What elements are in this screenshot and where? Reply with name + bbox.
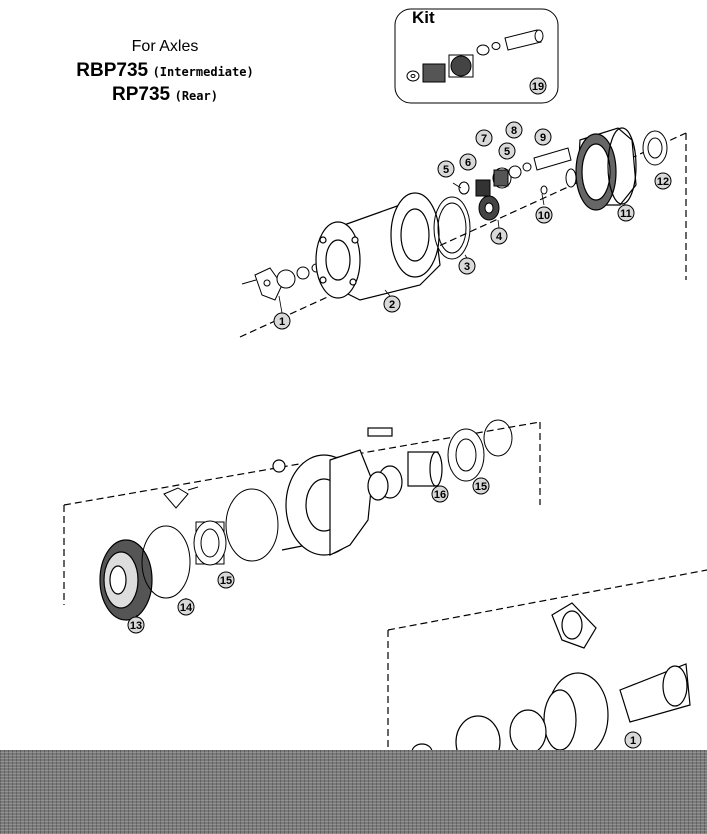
part-15-bearing-right bbox=[447, 419, 513, 482]
gray-noise-band bbox=[0, 750, 707, 834]
part-14-snap-ring bbox=[141, 525, 191, 599]
part-3-gasket bbox=[433, 196, 471, 260]
axle-line-2: RP735 (Rear) bbox=[60, 84, 270, 106]
lock-clip bbox=[163, 486, 199, 509]
callout-19: 19 bbox=[532, 81, 544, 93]
callout-9: 9 bbox=[540, 132, 546, 144]
model-rbp735: RBP735 bbox=[76, 60, 149, 81]
part-12-seal bbox=[642, 130, 668, 166]
callout-7-bubble bbox=[475, 129, 493, 147]
callout-14: 14 bbox=[180, 602, 193, 614]
callout-1: 1 bbox=[279, 316, 285, 328]
callout-15b: 15 bbox=[475, 481, 487, 493]
note-rear: (Rear) bbox=[174, 89, 218, 103]
callout-numbers: 1 2 3 4 5 5 6 7 8 9 10 11 12 19 13 14 15… bbox=[130, 81, 669, 747]
callout-10: 10 bbox=[538, 210, 550, 222]
part-15-bearing-left bbox=[193, 520, 227, 566]
kit-title: Kit bbox=[412, 8, 435, 27]
callout-16-bubble bbox=[431, 485, 449, 503]
callout-19-bubble bbox=[529, 77, 547, 95]
callout-3: 3 bbox=[464, 261, 470, 273]
part-2-hub-housing bbox=[315, 192, 441, 301]
callout-7: 7 bbox=[481, 133, 487, 145]
callout-6-bubble bbox=[459, 153, 477, 171]
callout-13: 13 bbox=[130, 620, 142, 632]
lower-ring-seal bbox=[225, 488, 279, 562]
callout-11-bubble bbox=[617, 204, 635, 222]
callout-1b: 1 bbox=[630, 735, 636, 747]
kit-box bbox=[394, 8, 559, 104]
model-rp735: RP735 bbox=[112, 84, 171, 105]
callout-10-bubble bbox=[535, 206, 553, 224]
callout-14-bubble bbox=[177, 598, 195, 616]
callout-16: 16 bbox=[434, 489, 446, 501]
callout-5b-bubble bbox=[498, 142, 516, 160]
part-11-ring-gear bbox=[575, 127, 637, 211]
callout-4: 4 bbox=[496, 231, 503, 243]
callout-12-bubble bbox=[654, 172, 672, 190]
lower-right-frame bbox=[387, 569, 707, 750]
callout-4-bubble bbox=[490, 227, 508, 245]
callout-6: 6 bbox=[465, 157, 471, 169]
axle-line-1: RBP735 (Intermediate) bbox=[60, 60, 270, 82]
for-axles-label: For Axles bbox=[131, 38, 199, 55]
callout-15a-bubble bbox=[217, 571, 235, 589]
upper-small-parts bbox=[458, 147, 577, 221]
callout-5a: 5 bbox=[443, 164, 449, 176]
callout-1-bubble bbox=[273, 312, 291, 330]
callout-15b-bubble bbox=[472, 477, 490, 495]
kit-parts bbox=[406, 29, 544, 83]
hub-with-studs bbox=[272, 427, 443, 556]
callout-5a-bubble bbox=[437, 160, 455, 178]
lower-right-parts bbox=[411, 602, 691, 769]
callout-1b-bubble bbox=[624, 731, 642, 749]
callout-15a: 15 bbox=[220, 575, 232, 587]
part-1-retainer bbox=[241, 263, 321, 301]
part-13-gear bbox=[99, 539, 153, 621]
callout-5b: 5 bbox=[504, 146, 510, 158]
callout-11: 11 bbox=[620, 208, 632, 220]
callout-2: 2 bbox=[389, 299, 395, 311]
callout-2-bubble bbox=[383, 295, 401, 313]
callout-bubbles bbox=[127, 77, 672, 749]
callout-8-bubble bbox=[505, 121, 523, 139]
note-intermediate: (Intermediate) bbox=[152, 65, 254, 79]
callout-13-bubble bbox=[127, 616, 145, 634]
callout-3-bubble bbox=[458, 257, 476, 275]
callout-8: 8 bbox=[511, 125, 517, 137]
callout-12: 12 bbox=[657, 176, 669, 188]
callout-9-bubble bbox=[534, 128, 552, 146]
